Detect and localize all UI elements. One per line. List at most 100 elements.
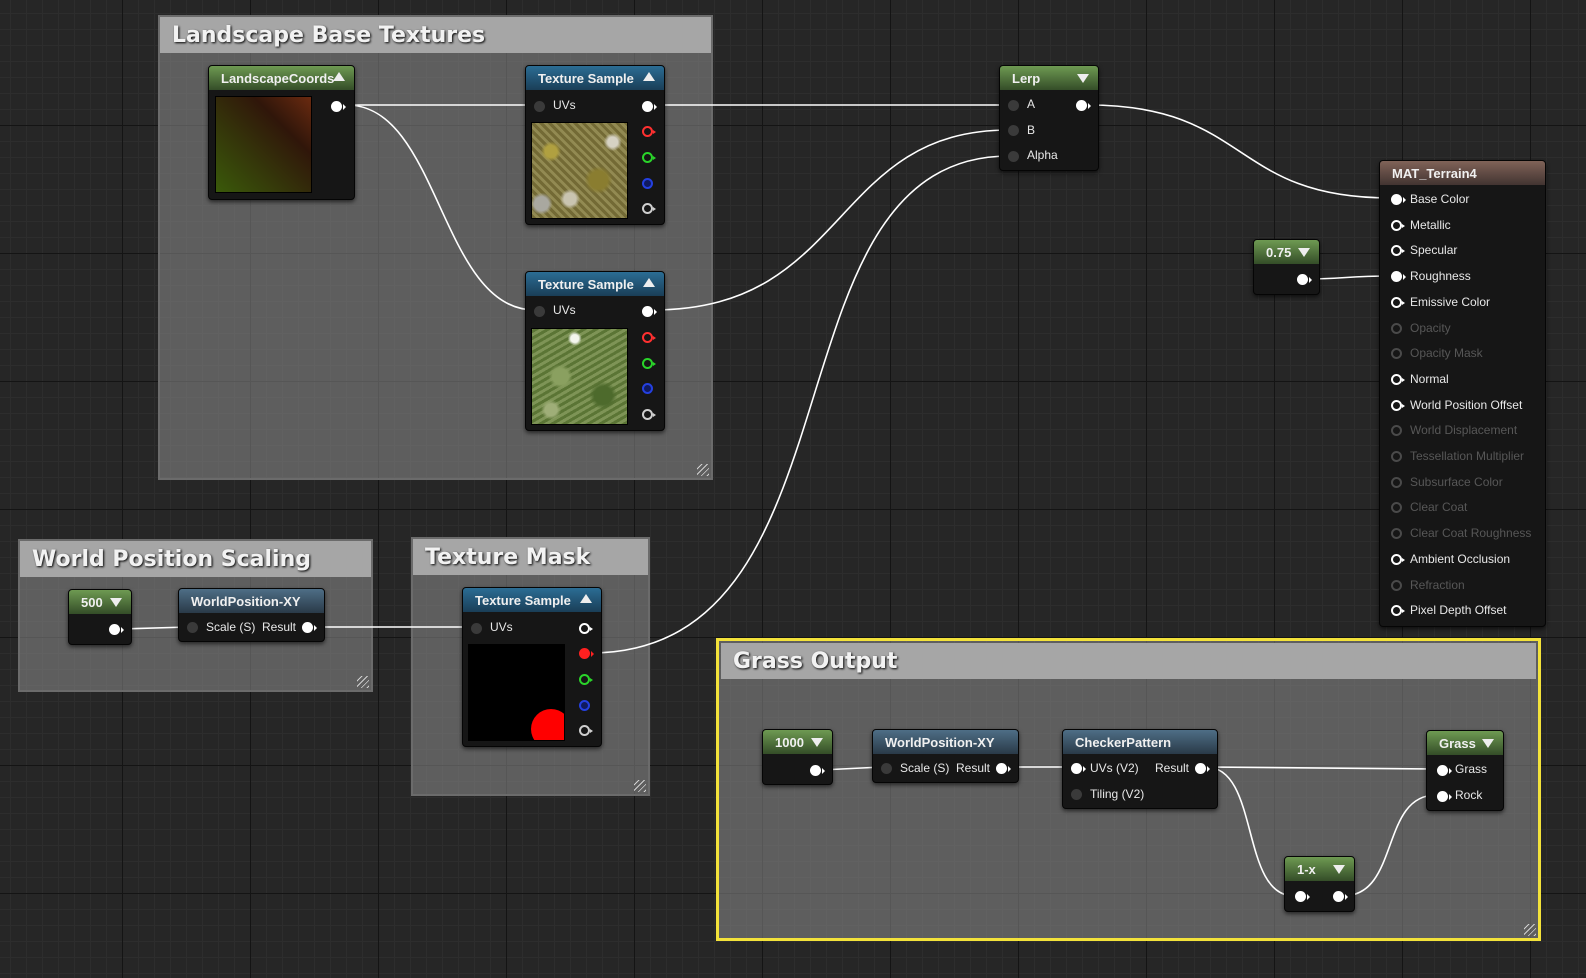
uvs-input-pin[interactable] — [534, 306, 545, 317]
node-header[interactable]: 500 — [69, 590, 131, 614]
node-header[interactable]: Texture Sample — [526, 66, 664, 90]
node-constant-075[interactable]: 0.75 — [1253, 239, 1320, 295]
green-output-pin[interactable] — [579, 674, 593, 685]
material-input-pin[interactable] — [1391, 219, 1405, 231]
rock-input-pin[interactable] — [1437, 791, 1452, 802]
resize-handle[interactable] — [1524, 924, 1536, 936]
input-pin-a[interactable] — [1008, 100, 1019, 111]
node-header[interactable]: Grass — [1427, 731, 1503, 755]
node-header[interactable]: LandscapeCoords — [209, 66, 354, 90]
node-constant-500[interactable]: 500 — [68, 589, 132, 645]
node-header[interactable]: WorldPosition-XY — [873, 730, 1018, 754]
output-pin[interactable] — [1297, 274, 1312, 285]
green-output-pin[interactable] — [642, 358, 656, 369]
alpha-output-pin[interactable] — [579, 725, 593, 736]
green-output-pin[interactable] — [642, 152, 656, 163]
material-input-pin[interactable] — [1391, 322, 1402, 334]
material-input-pin[interactable] — [1391, 425, 1402, 437]
rgb-output-pin[interactable] — [579, 623, 593, 634]
node-checker-pattern[interactable]: CheckerPattern UVs (V2) Result Tiling (V… — [1062, 729, 1218, 809]
alpha-output-pin[interactable] — [642, 409, 656, 420]
rgb-output-pin[interactable] — [642, 101, 657, 112]
material-input-pin[interactable] — [1391, 194, 1406, 205]
node-header[interactable]: 0.75 — [1254, 240, 1319, 264]
red-output-pin[interactable] — [642, 332, 656, 343]
node-header[interactable]: Texture Sample — [526, 272, 664, 296]
node-landscape-coords[interactable]: LandscapeCoords — [208, 65, 355, 200]
red-output-pin[interactable] — [579, 648, 594, 659]
comment-title[interactable]: World Position Scaling — [20, 541, 371, 577]
result-output-pin[interactable] — [996, 763, 1011, 774]
material-input-pin[interactable] — [1391, 605, 1405, 617]
material-input-pin[interactable] — [1391, 528, 1402, 540]
node-texture-sample-1[interactable]: Texture Sample UVs — [525, 65, 665, 225]
input-pin[interactable] — [1295, 891, 1310, 902]
collapse-arrow-icon[interactable] — [643, 72, 655, 81]
node-lerp[interactable]: Lerp A B Alpha — [999, 65, 1099, 171]
output-pin[interactable] — [331, 101, 346, 112]
node-header[interactable]: Lerp — [1000, 66, 1098, 90]
result-output-pin[interactable] — [1195, 763, 1210, 774]
material-input-pin[interactable] — [1391, 271, 1406, 283]
collapse-arrow-icon[interactable] — [643, 278, 655, 287]
output-pin[interactable] — [810, 765, 825, 776]
material-input-pin[interactable] — [1391, 296, 1405, 308]
material-input-pin[interactable] — [1391, 348, 1402, 360]
output-pin[interactable] — [109, 624, 124, 635]
resize-handle[interactable] — [634, 780, 646, 792]
output-pin[interactable] — [1076, 100, 1091, 111]
input-pin-alpha[interactable] — [1008, 151, 1019, 162]
uvs-input-pin[interactable] — [471, 623, 482, 634]
input-pin-b[interactable] — [1008, 125, 1019, 136]
node-grass-output[interactable]: Grass Grass Rock — [1426, 730, 1504, 811]
node-one-minus[interactable]: 1-x — [1284, 856, 1355, 912]
material-input-pin[interactable] — [1391, 476, 1402, 488]
material-input-pin[interactable] — [1391, 502, 1402, 514]
scale-input-pin[interactable] — [881, 763, 892, 774]
material-input-pin[interactable] — [1391, 451, 1402, 462]
node-header[interactable]: WorldPosition-XY — [179, 589, 324, 613]
material-input-pin[interactable] — [1391, 245, 1405, 257]
blue-output-pin[interactable] — [642, 178, 653, 189]
scale-input-pin[interactable] — [187, 622, 198, 633]
node-texture-sample-2[interactable]: Texture Sample UVs — [525, 271, 665, 431]
comment-title[interactable]: Grass Output — [721, 643, 1536, 679]
blue-output-pin[interactable] — [642, 383, 653, 394]
blue-output-pin[interactable] — [579, 700, 590, 711]
collapse-arrow-icon[interactable] — [1482, 739, 1494, 748]
collapse-arrow-icon[interactable] — [333, 72, 345, 81]
collapse-arrow-icon[interactable] — [1333, 865, 1345, 874]
uvs-input-pin[interactable] — [1071, 763, 1086, 774]
tiling-input-pin[interactable] — [1071, 789, 1082, 800]
comment-texture-mask[interactable]: Texture Mask — [411, 537, 650, 796]
material-input-pin[interactable] — [1391, 399, 1405, 411]
collapse-arrow-icon[interactable] — [580, 594, 592, 603]
red-output-pin[interactable] — [642, 126, 656, 137]
collapse-arrow-icon[interactable] — [1077, 74, 1089, 83]
node-header[interactable]: 1000 — [763, 730, 832, 754]
material-input-pin[interactable] — [1391, 553, 1405, 565]
material-input-pin[interactable] — [1391, 579, 1402, 591]
grass-input-pin[interactable] — [1437, 765, 1452, 776]
alpha-output-pin[interactable] — [642, 203, 656, 214]
collapse-arrow-icon[interactable] — [110, 598, 122, 607]
comment-title[interactable]: Landscape Base Textures — [160, 17, 711, 53]
node-header[interactable]: 1-x — [1285, 857, 1354, 881]
collapse-arrow-icon[interactable] — [1298, 248, 1310, 257]
resize-handle[interactable] — [697, 464, 709, 476]
output-pin[interactable] — [1333, 891, 1348, 902]
rgb-output-pin[interactable] — [642, 306, 657, 317]
collapse-arrow-icon[interactable] — [811, 738, 823, 747]
result-output-pin[interactable] — [302, 622, 317, 633]
uvs-input-pin[interactable] — [534, 101, 545, 112]
node-header[interactable]: MAT_Terrain4 — [1380, 161, 1545, 185]
node-constant-1000[interactable]: 1000 — [762, 729, 833, 785]
node-world-position-xy-1[interactable]: WorldPosition-XY Scale (S) Result — [178, 588, 325, 642]
resize-handle[interactable] — [357, 676, 369, 688]
node-world-position-xy-2[interactable]: WorldPosition-XY Scale (S) Result — [872, 729, 1019, 783]
node-header[interactable]: Texture Sample — [463, 588, 601, 612]
node-texture-sample-mask[interactable]: Texture Sample UVs — [462, 587, 602, 747]
node-header[interactable]: CheckerPattern — [1063, 730, 1217, 754]
